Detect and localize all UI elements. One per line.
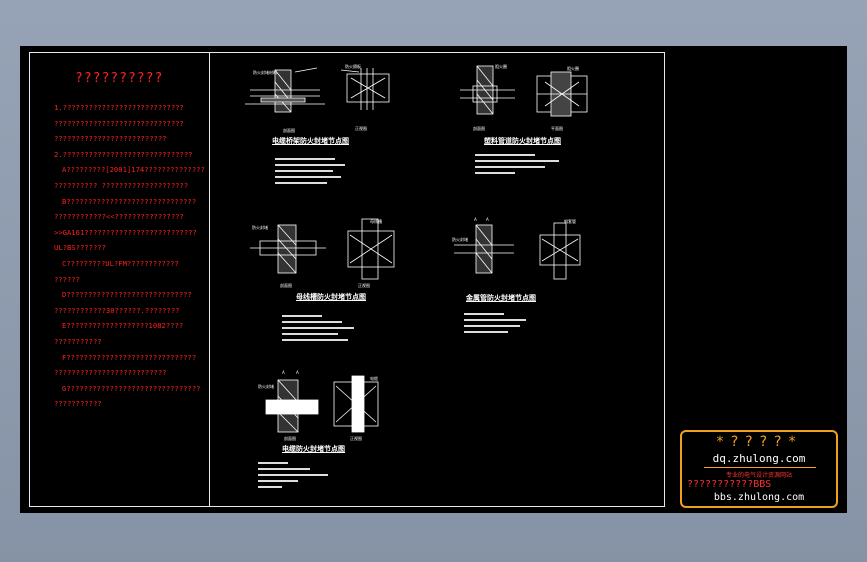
drawing-title: 金属管防火封堵节点图 [466,294,536,302]
stamp-bbs-text: ???????????BBS [687,479,772,490]
svg-text:正视图: 正视图 [355,125,367,131]
svg-text:防火封堵: 防火封堵 [252,224,268,230]
note-line: 1.???????????????????????????? [54,103,184,112]
note-line: ?????????????????????????????? [54,118,184,128]
svg-text:平面图: 平面图 [551,125,563,131]
note-line: 2.?????????????????????????????? [54,149,193,159]
svg-text:阻火圈: 阻火圈 [567,65,579,71]
note-line: ??????????? [54,399,102,409]
note-line: F?????????????????????????????? [62,352,197,362]
notes-title: ?????????? [75,71,164,86]
notes-list: 1.???????????????????????????? ?????????… [54,100,205,412]
drawing-metal-pipe[interactable]: A A 防火封堵 钢套管 [450,215,610,345]
svg-text:剖面图: 剖面图 [473,125,485,131]
svg-text:剖面图: 剖面图 [280,282,292,288]
drawing-title: 电缆桥架防火封堵节点图 [272,137,349,145]
svg-text:A: A [282,370,285,375]
note-line: ?????????????????????????? [54,368,167,378]
svg-text:剖面图: 剖面图 [284,435,296,441]
svg-text:A: A [296,370,299,375]
svg-text:电缆: 电缆 [370,375,378,381]
svg-text:母线槽: 母线槽 [370,218,382,224]
watermark-stamp: *????* dq.zhulong.com 专业的电气设计资源网站 ??????… [680,430,838,508]
stamp-url-dq: dq.zhulong.com [712,452,806,465]
frame-divider [209,52,210,507]
drawing-title: 电缆防火封堵节点图 [282,445,345,453]
note-line: ??????????? [54,336,102,346]
note-line: UL?BS??????? [54,243,106,253]
svg-text:剖面图: 剖面图 [283,127,295,133]
svg-text:正视图: 正视图 [358,282,370,288]
note-line: ????????????30??????.???????? [54,305,180,315]
stamp-stars: *????* [715,434,803,450]
svg-text:防火封堵: 防火封堵 [452,236,468,242]
svg-text:钢套管: 钢套管 [564,218,576,224]
drawing-plastic-pipe[interactable]: 阻火圈 阻火圈 剖面图 平面图 [455,58,615,188]
drawing-title: 塑料管道防火封堵节点图 [484,137,561,145]
svg-text:正视图: 正视图 [350,435,362,441]
note-line: E???????????????????1082???? [62,321,184,331]
drawing-cable-tray[interactable]: 防火封堵材料 防火隔板 剖面图 正视图 [235,60,415,190]
stamp-divider [704,467,816,468]
note-line: D????????????????????????????? [62,290,192,300]
svg-text:防火封堵材料: 防火封堵材料 [253,69,277,75]
stamp-tagline: 专业的电气设计资源网站 [725,472,792,479]
drawing-frame [29,52,665,507]
svg-text:A: A [474,217,477,222]
svg-text:A: A [486,217,489,222]
note-line: A?????????[2001]174?????????????? [62,165,205,175]
stamp-url-bbs: bbs.zhulong.com [713,492,805,503]
note-line: ?????? [54,274,80,284]
note-line: B?????????????????????????????? [62,196,197,206]
note-line: G??????????????????????????????? [62,383,201,393]
note-line: ?????????????????????????? [54,134,167,144]
drawing-cable[interactable]: A A 防火封堵 电缆 剖面图 正视图 [250,368,410,503]
drawing-busway[interactable]: 防火封堵 母线槽 剖面图 正视图 [240,215,420,350]
svg-text:防火隔板: 防火隔板 [345,63,361,69]
note-line: ????????????<<???????????????? [54,212,184,222]
svg-text:防火封堵: 防火封堵 [258,383,274,389]
svg-text:阻火圈: 阻火圈 [495,63,507,69]
note-line: >>GA161?????????????????????????? [54,227,197,237]
note-line: C?????????UL?FM???????????? [62,258,179,268]
note-line: ?????????? ???????????????????? [54,180,189,190]
drawing-title: 母线槽防火封堵节点图 [296,293,366,301]
